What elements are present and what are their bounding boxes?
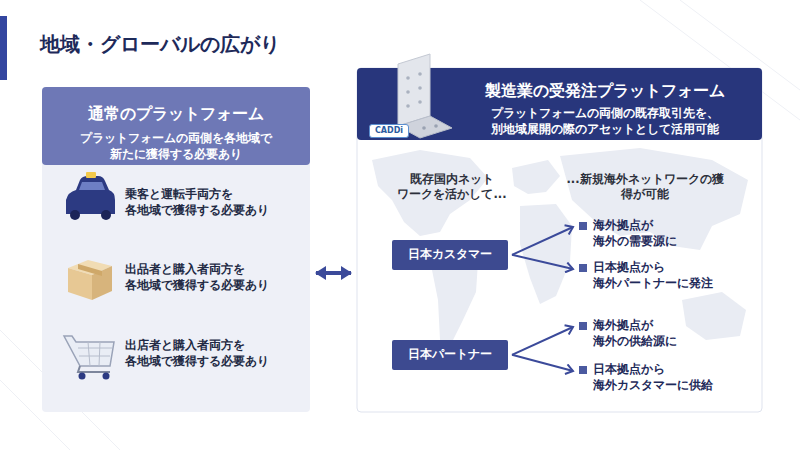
box-icon-part [68,268,92,300]
expansion-arrow [512,255,573,269]
bullet-text: 日本拠点から 海外パートナーに発注 [593,260,721,291]
network-box: 日本パートナー [392,340,508,370]
cart-icon-part [79,373,86,380]
world-map-part [512,160,560,194]
car-icon [66,172,115,220]
panel-heading: 通常のプラットフォーム [42,104,310,125]
box-label: 日本パートナー [402,347,498,363]
car-icon-part [79,182,105,190]
column-heading: ...新規海外ネットワークの獲 得が可能 [560,172,730,202]
left-panel-body [42,87,310,412]
panel-subtitle: プラットフォームの両側の既存取引先を、 別地域展開の際のアセットとして活用可能 [487,106,723,137]
bracket-illustration-part [434,124,438,128]
car-icon-part [66,176,115,214]
right-panel-body [357,68,762,412]
row-text: 出品者と購入者両方を 各地域で獲得する必要あり [125,262,275,293]
panel-heading: 製造業の受発注プラットフォーム [469,81,741,102]
cart-icon-part [64,336,114,366]
bracket-illustration-part [406,104,410,108]
bracket-illustration-part [398,54,430,126]
world-map-part [520,204,572,304]
expansion-arrow [512,327,573,355]
bracket-illustration-part [422,126,426,130]
box-icon [68,260,112,300]
bullet-text: 海外拠点が 海外の供給源に [593,318,721,349]
expansion-arrow [512,227,573,255]
bullet-text: 日本拠点から 海外カスタマーに供給 [593,362,721,393]
cart-icon-part [78,342,112,366]
car-icon-part [101,210,111,220]
left-panel-band [42,87,310,165]
bullet-item: 日本拠点から 海外パートナーに発注 [577,260,721,291]
bullet-square [579,322,587,330]
box-icon-part [78,264,102,276]
comparison-arrow [316,271,351,275]
bullet-square [579,366,587,374]
cart-icon [64,336,114,380]
world-map-part [682,292,746,340]
bracket-illustration-part [418,100,422,104]
panel-subtitle: プラットフォームの両側を各地域で 新たに獲得する必要あり [76,131,276,162]
world-map [372,148,748,346]
bracket-illustration-part [418,72,422,76]
car-icon-part [86,172,96,178]
world-map-part [560,148,748,250]
expansion-arrow [512,355,573,371]
bracket-illustration-part [418,86,422,90]
row-text: 出店者と購入者両方を 各地域で獲得する必要あり [125,338,275,369]
platform-panel: 製造業の受発注プラットフォームプラットフォームの両側の既存取引先を、 別地域展開… [357,68,762,412]
bullet-square [579,222,587,230]
row-text: 乗客と運転手両方を 各地域で獲得する必要あり [125,187,275,218]
bracket-illustration-part [406,76,410,80]
bracket-illustration-part [406,90,410,94]
bullet-text: 海外拠点が 海外の需要源に [593,218,721,249]
box-label: 日本カスタマー [402,247,498,263]
cart-icon-part [103,373,110,380]
logo-badge: CADDi [369,124,409,138]
bullet-item: 海外拠点が 海外の供給源に [577,318,721,349]
title-bar [0,16,7,80]
bullet-square [579,264,587,272]
slide-title: 地域・グローバルの広がり [40,31,280,57]
column-heading: 既存国内ネット ワークを活かして... [396,172,508,202]
cart-icon-part [78,366,110,372]
bullet-item: 海外拠点が 海外の需要源に [577,218,721,249]
bullet-item: 日本拠点から 海外カスタマーに供給 [577,362,721,393]
network-box: 日本カスタマー [392,240,508,270]
car-icon-part [70,210,80,220]
